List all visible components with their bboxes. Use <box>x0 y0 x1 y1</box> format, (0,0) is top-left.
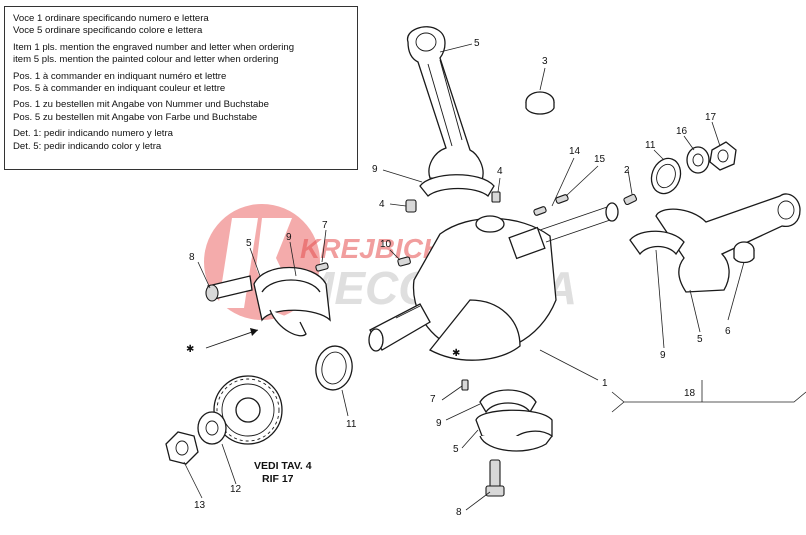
callout-16: 16 <box>676 126 688 137</box>
callout-7-bottom: 7 <box>430 394 436 405</box>
ordering-notes-box: Voce 1 ordinare specificando numero e le… <box>4 6 358 170</box>
note-line: Pos. 5 zu bestellen mit Angabe von Farbe… <box>13 111 258 123</box>
group-bracket-lead <box>611 380 703 403</box>
note-line: Det. 1: pedir indicando numero y letra <box>13 128 173 140</box>
note-line: Pos. 1 zu bestellen mit Angabe von Numme… <box>13 99 269 111</box>
callout-5-left: 5 <box>246 238 252 249</box>
lower-bearing-cap <box>461 379 553 497</box>
callout-9-top: 9 <box>372 164 378 175</box>
callout-6: 6 <box>725 326 731 337</box>
callout-5-right: 5 <box>697 334 703 345</box>
callout-3: 3 <box>542 56 548 67</box>
left-bearing-cap: ✱ <box>186 262 331 355</box>
reference-line2: RIF 17 <box>262 473 294 485</box>
callout-11-top: 11 <box>645 140 656 151</box>
callout-5-top: 5 <box>474 38 480 49</box>
callout-13: 13 <box>194 500 206 511</box>
crankshaft: ✱ <box>368 202 619 361</box>
callout-18: 18 <box>684 388 696 399</box>
right-connecting-rod <box>629 193 801 293</box>
callout-9-right: 9 <box>660 350 666 361</box>
watermark-line1: KREJBICH <box>300 233 444 264</box>
callout-14: 14 <box>569 146 581 157</box>
marker-symbol-left: ✱ <box>186 344 194 355</box>
callout-10: 10 <box>380 239 392 250</box>
callout-4-top: 4 <box>497 166 503 177</box>
callout-12: 12 <box>230 484 242 495</box>
note-line: Item 1 pls. mention the engraved number … <box>13 41 295 53</box>
callout-numbers: 5 3 9 4 14 15 2 11 16 17 4 7 10 8 5 9 1 … <box>189 38 731 518</box>
note-line: item 5 pls. mention the painted colour a… <box>13 54 279 66</box>
reference-line1: VEDI TAV. 4 <box>254 460 312 472</box>
leader-lines <box>183 43 745 511</box>
note-line: Det. 5: pedir indicando color y letra <box>13 140 162 152</box>
callout-4-left: 4 <box>379 199 385 210</box>
callout-8-bottom: 8 <box>456 507 462 518</box>
callout-7-top: 7 <box>322 220 328 231</box>
callout-15: 15 <box>594 154 606 165</box>
callout-8-left: 8 <box>189 252 195 263</box>
callout-17: 17 <box>705 112 717 123</box>
callout-11-bottom: 11 <box>346 419 357 430</box>
marker-symbol: ✱ <box>452 348 460 359</box>
note-line: Voce 1 ordinare specificando numero e le… <box>13 13 209 24</box>
group-bracket <box>611 391 806 413</box>
note-line: Pos. 1 à commander en indiquant numéro e… <box>13 70 227 82</box>
upper-connecting-rod <box>407 26 495 197</box>
note-line: Pos. 5 à commander en indiquant couleur … <box>13 83 226 95</box>
callout-5-bottom: 5 <box>453 444 459 455</box>
callout-2: 2 <box>624 165 630 176</box>
timing-gear-set <box>165 375 283 465</box>
callout-1: 1 <box>602 378 608 389</box>
bushing <box>525 91 555 115</box>
washer-and-nut-set <box>650 141 737 195</box>
note-line: Voce 5 ordinare specificando colore e le… <box>13 25 203 37</box>
callout-9-bottom: 9 <box>436 418 442 429</box>
callout-9-left: 9 <box>286 232 292 243</box>
dowel-parts <box>397 191 638 267</box>
seal-ring <box>315 345 353 391</box>
